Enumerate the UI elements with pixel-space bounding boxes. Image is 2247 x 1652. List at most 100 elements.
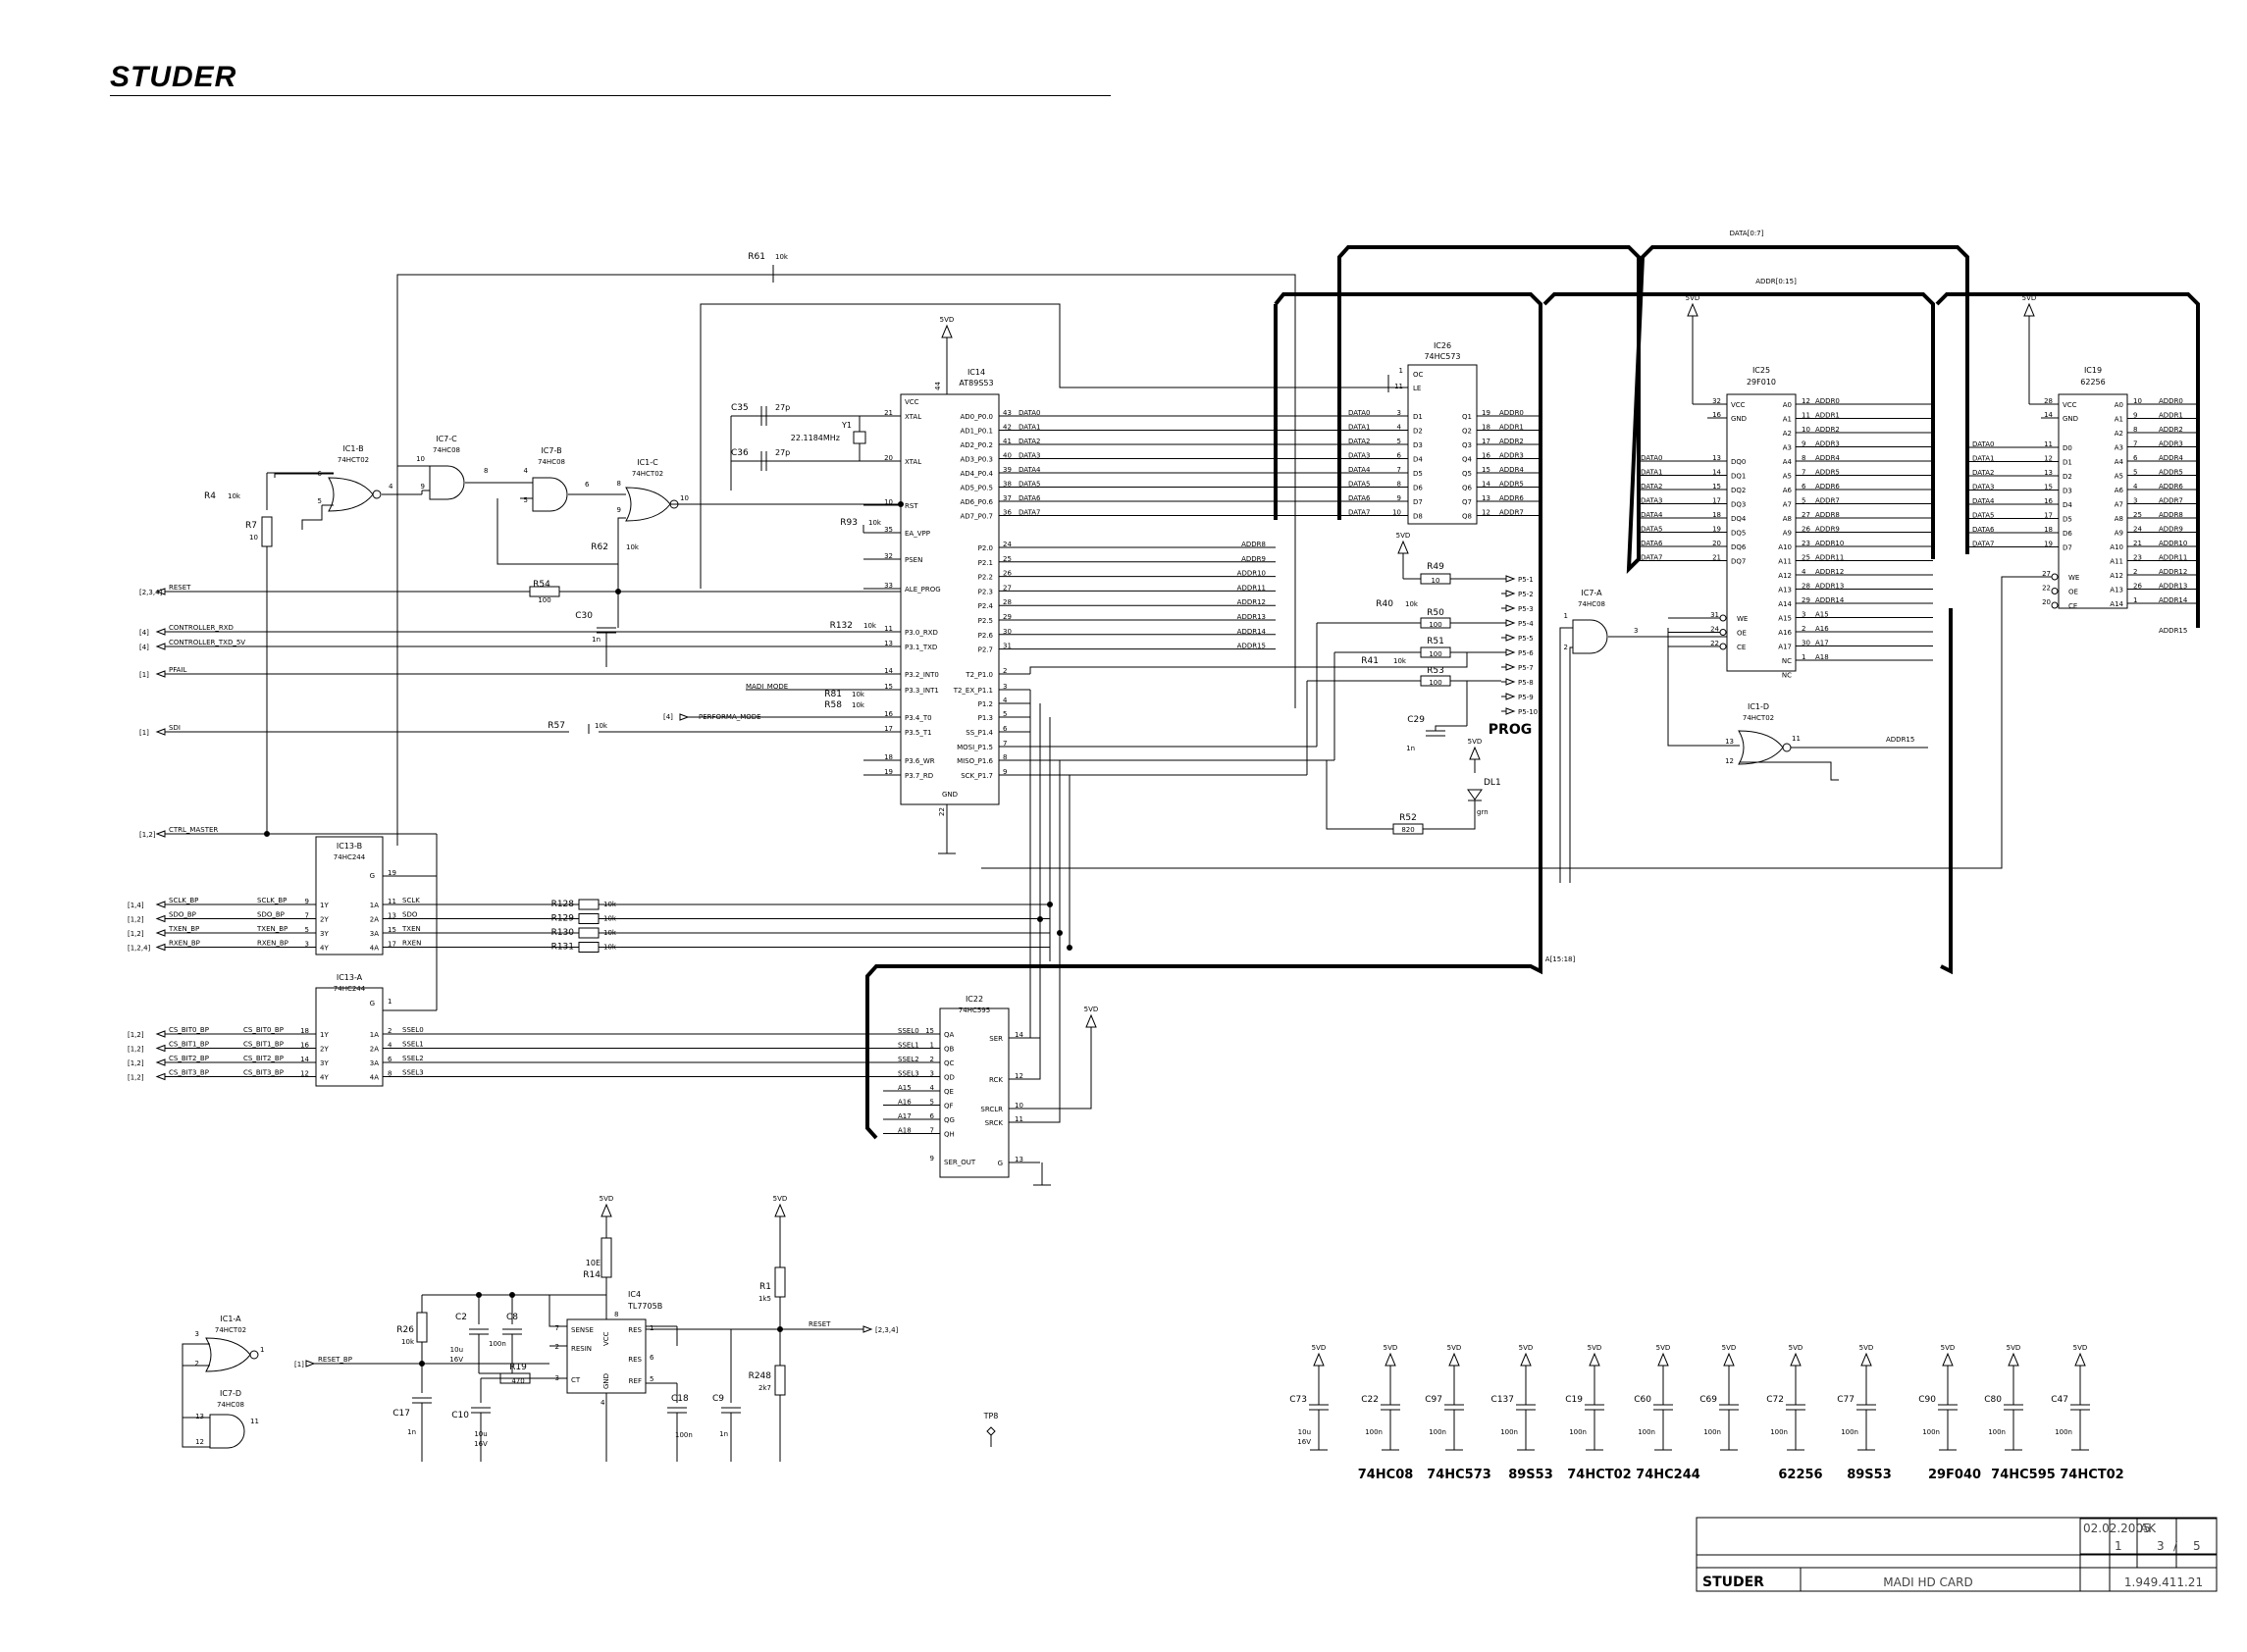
ic13a-out-signal: SSEL3 <box>402 1069 424 1077</box>
ic14-pin-label: ALE_PROG <box>905 586 941 594</box>
nor-gate-ic1a <box>205 1337 251 1372</box>
ic25-pin-label: A17 <box>1778 644 1792 651</box>
pin-number: 9 <box>2133 412 2137 420</box>
ic26-le: LE <box>1413 385 1421 392</box>
ic13b-out-signal: SDO <box>402 911 418 919</box>
r51-ref: R51 <box>1427 637 1444 646</box>
pin-number: 3 <box>2133 497 2137 505</box>
pin-number: 20 <box>884 454 893 462</box>
pin-number: 19 <box>884 768 893 776</box>
ic1b-ref: IC1-B <box>342 444 363 453</box>
ic22-body <box>939 1007 1010 1178</box>
ic19-pin-label: D7 <box>2063 544 2072 552</box>
pin-number: 35 <box>884 526 893 534</box>
pin-number: 4 <box>1003 697 1008 704</box>
pin-number: 28 <box>2044 397 2053 405</box>
signal-label: DATA1 <box>1348 424 1371 432</box>
ic19-pin-label: A1 <box>2115 416 2123 424</box>
resistor-r129 <box>578 913 600 924</box>
pin-number: 1 <box>1399 367 1403 375</box>
tb-date: 02.02.2005 <box>2083 1522 2151 1535</box>
port-arrow <box>155 1030 166 1038</box>
signal-label: ADDR14 <box>1237 628 1267 636</box>
ic14-body <box>900 393 1000 805</box>
decoupling-voltage: 16V <box>1297 1438 1311 1446</box>
signal-label: ADDR5 <box>1815 469 1840 477</box>
signal-label: ADDR7 <box>1499 509 1524 517</box>
ic4-resin: RESIN <box>571 1345 592 1353</box>
ic7b-type: 74HC08 <box>538 458 565 466</box>
resistor-r7 <box>261 516 273 547</box>
signal-label: DATA3 <box>1641 497 1663 505</box>
ic14-pin-label: T2_P1.0 <box>965 671 993 679</box>
r81-value: 10k <box>852 691 865 698</box>
r14-ref: R14 <box>583 1270 601 1280</box>
r50-ref: R50 <box>1427 608 1444 618</box>
ic19-pin-label: D1 <box>2063 459 2072 467</box>
inverting-pin <box>1719 629 1727 636</box>
ic22-pin-label: QA <box>944 1031 955 1039</box>
ic14-pin-label: P3.6_WR <box>905 757 935 765</box>
addr-bus <box>1935 292 2200 628</box>
pin-number: 6 <box>318 470 323 478</box>
pin-number: 8 <box>1003 753 1007 761</box>
pin-number: 1 <box>930 1042 934 1050</box>
ic25-pin-label: DQ4 <box>1731 515 1747 523</box>
c36-value: 27p <box>775 448 790 457</box>
ic25-pin-label: VCC <box>1731 401 1746 409</box>
pin-number: 26 <box>1003 570 1012 578</box>
signal-label: DATA1 <box>1972 455 1995 463</box>
addr15-to-ic1d: ADDR15 <box>1886 736 1914 744</box>
y1-ref: Y1 <box>841 421 852 430</box>
pin-number: 13 <box>1482 494 1490 502</box>
nor-gate-ic1d <box>1782 743 1792 752</box>
signal-label: ADDR13 <box>1815 583 1844 591</box>
pin-number: 3 <box>930 1070 934 1078</box>
pin-number: 36 <box>1003 509 1012 517</box>
pin-number: 1 <box>388 998 392 1006</box>
pin-number: 5 <box>2133 469 2137 477</box>
cs-ref: [1,2] <box>128 1074 144 1082</box>
ic13a-type: 74HC244 <box>334 985 366 993</box>
supply-arrow <box>1657 1352 1669 1367</box>
pin-number: 9 <box>617 506 621 514</box>
pin-number: 20 <box>1712 540 1721 547</box>
studer-logo: STUDER <box>110 61 237 93</box>
pin-number: 18 <box>2044 526 2053 534</box>
ic25-pin-label: DQ2 <box>1731 487 1746 494</box>
signal-label: A16 <box>898 1099 912 1107</box>
signal-label: ADDR1 <box>2159 412 2183 420</box>
pin-number: 15 <box>388 926 396 934</box>
ic13b-type: 74HC244 <box>334 853 366 861</box>
ic22-type: 74HC595 <box>959 1007 990 1014</box>
ic14-pin-label: P3.0_RXD <box>905 629 938 637</box>
ic25-pin-label: A15 <box>1778 615 1792 623</box>
ic19-pin-label: GND <box>2063 415 2078 423</box>
pin-number: 1 <box>1802 653 1805 661</box>
pin-number: 18 <box>884 753 893 761</box>
supply-label: 5VD <box>1312 1344 1327 1352</box>
addr-bus-label: ADDR[0:15] <box>1755 278 1797 285</box>
ic25-pin-label: DQ7 <box>1731 558 1746 566</box>
ic26-pin-label: Q1 <box>1462 413 1472 421</box>
ic14-pin-label: AD0_P0.0 <box>961 413 994 421</box>
p5-label: P5-2 <box>1518 591 1534 598</box>
c9-ref: C9 <box>712 1394 724 1404</box>
ic19-pin-label: A5 <box>2115 473 2123 481</box>
supply-label: 5VD <box>1859 1344 1874 1352</box>
r41-value: 10k <box>1393 657 1407 665</box>
port-arrow <box>155 588 166 595</box>
bp-signal: SCLK_BP <box>169 897 198 904</box>
signal-label: SSEL2 <box>898 1056 919 1063</box>
pin-number: 4 <box>2133 483 2138 490</box>
decoupling-ic-label: 89S53 <box>1847 1468 1892 1482</box>
ic13a-out-signal: SSEL1 <box>402 1041 424 1049</box>
decoupling-value: 100n <box>1703 1428 1721 1436</box>
r40-value: 10k <box>1405 600 1419 608</box>
signal-label: DATA7 <box>1972 541 1995 548</box>
resistor-r51 <box>1420 646 1451 658</box>
pin-number: 7 <box>1802 469 1805 477</box>
decoupling-ref: C80 <box>1984 1395 2002 1405</box>
ic14-pin-label: P3.1_TXD <box>905 644 937 651</box>
ic19-pin-label: A11 <box>2110 558 2123 566</box>
